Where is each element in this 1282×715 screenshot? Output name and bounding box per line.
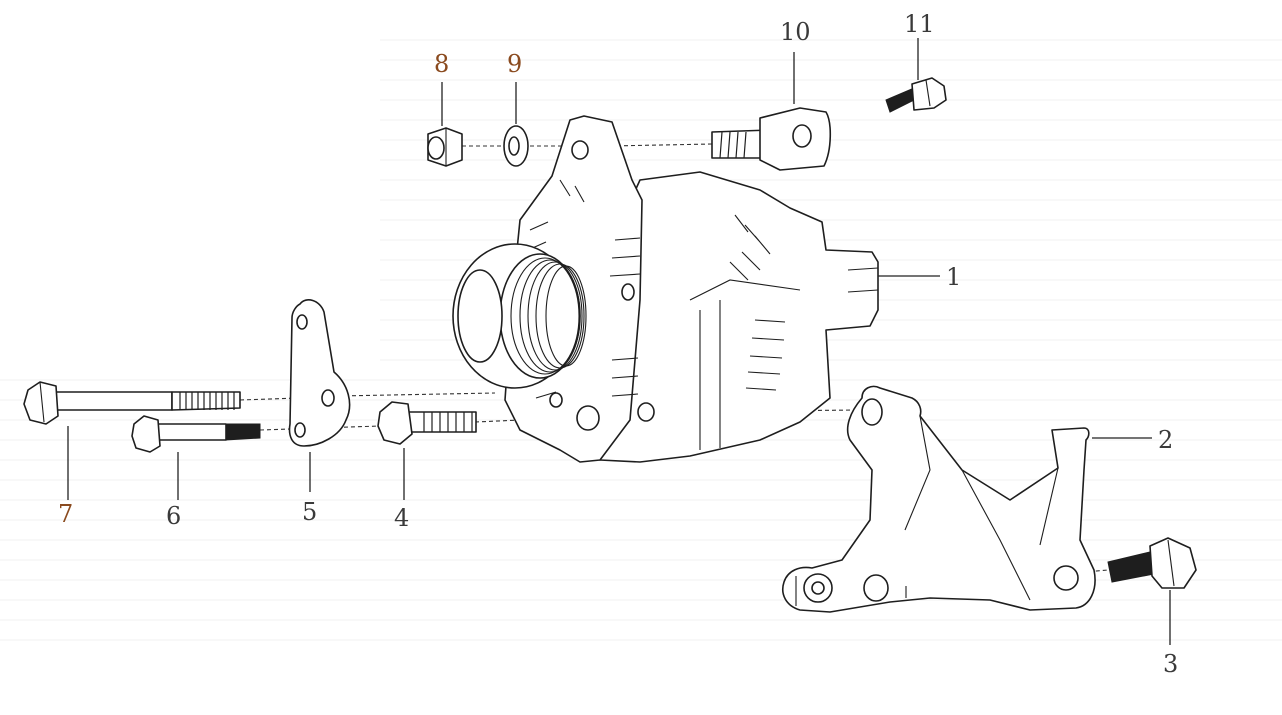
callout-8: 8 [434, 50, 449, 78]
callout-9: 9 [507, 50, 522, 78]
part-7-long-bolt [23, 381, 241, 425]
part-3-bolt [1107, 537, 1197, 589]
callout-1: 1 [946, 263, 961, 291]
callout-labels: 1 2 3 4 5 6 7 8 9 10 11 [58, 10, 1178, 678]
part-4-bolt [377, 401, 477, 445]
part-9-washer [503, 125, 529, 167]
callout-5: 5 [302, 498, 317, 526]
part-11-bolt [885, 77, 947, 113]
part-5-plate [288, 299, 351, 447]
part-10-eye-stud [711, 107, 832, 171]
callout-11: 11 [904, 10, 935, 38]
callout-7: 7 [58, 500, 73, 528]
callout-3: 3 [1163, 650, 1178, 678]
callout-10: 10 [780, 18, 811, 46]
part-8-nut [427, 127, 463, 167]
callout-4: 4 [394, 504, 409, 532]
part-1-alternator [452, 115, 879, 463]
part-2-mounting-bracket [782, 385, 1096, 613]
leader-lines [67, 38, 1171, 645]
callout-6: 6 [166, 502, 181, 530]
callout-2: 2 [1158, 426, 1173, 454]
part-6-bolt [131, 415, 261, 453]
